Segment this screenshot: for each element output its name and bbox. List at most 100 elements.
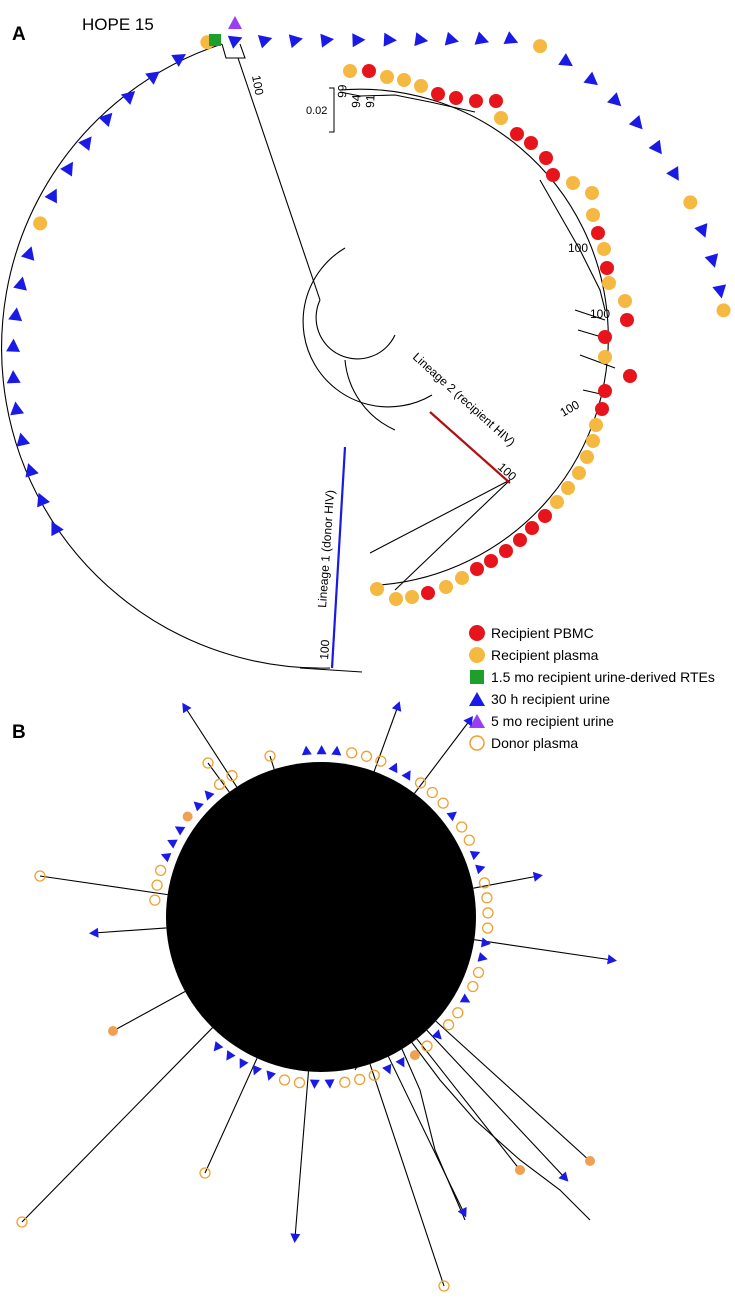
open-orange-circle-icon [368, 1069, 380, 1081]
legend-item: 1.5 mo recipient urine-derived RTEs [470, 669, 715, 685]
branch-spoke [416, 1038, 521, 1171]
open-orange-circle-icon [375, 755, 387, 767]
open-orange-circle-icon [354, 1073, 366, 1086]
blue-triangle-icon [120, 91, 136, 105]
red-circle-icon [595, 402, 609, 416]
open-orange-circle-icon [16, 1216, 28, 1228]
red-circle-icon [484, 554, 498, 568]
red-circle-icon [546, 168, 560, 182]
blue-triangle-icon [60, 161, 74, 177]
orange-circle-icon [455, 571, 469, 585]
lineage2-branch-c [579, 354, 616, 369]
orange-circle-icon [550, 495, 564, 509]
open-orange-circle-icon [339, 1076, 351, 1088]
branch-spoke [269, 755, 275, 770]
panel-b-ring [166, 762, 476, 1072]
legend-item: 30 h recipient urine [469, 691, 610, 707]
orange-circle-icon [585, 186, 599, 200]
red-circle-icon [539, 151, 553, 165]
blue-triangle-icon [290, 1233, 301, 1243]
red-circle-icon [524, 136, 538, 150]
blue-triangle-icon [446, 811, 457, 822]
orange-circle-icon [586, 208, 600, 222]
root-arc [344, 359, 396, 431]
orange-circle-icon [469, 647, 485, 663]
purple-triangle-icon [469, 714, 485, 728]
open-orange-circle-icon [463, 834, 475, 846]
red-circle-icon [525, 521, 539, 535]
blue-triangle-icon [78, 136, 92, 151]
lineage1-tip-branch [299, 667, 363, 673]
open-orange-circle-icon [481, 892, 493, 904]
green-square-icon [470, 670, 484, 684]
blue-triangle-icon [444, 31, 459, 46]
bootstrap-value: 94 [349, 94, 363, 108]
open-orange-circle-icon [278, 1074, 291, 1086]
branch-spoke [373, 705, 399, 772]
red-circle-icon [513, 533, 527, 547]
bootstrap-value: 100 [590, 307, 610, 321]
open-orange-circle-icon [442, 1019, 455, 1031]
open-orange-circle-icon [34, 870, 46, 882]
open-orange-circle-icon [414, 777, 427, 789]
red-circle-icon [591, 226, 605, 240]
scale-bar-b-label: 0.0002 [337, 982, 368, 993]
blue-triangle-icon [477, 952, 488, 962]
orange-circle-icon [533, 39, 548, 54]
blue-triangle-icon [20, 246, 35, 261]
blue-triangle-icon [352, 33, 366, 48]
orange-circle-icon [589, 418, 603, 432]
open-orange-circle-icon [360, 750, 373, 762]
branch-spoke [435, 1020, 591, 1162]
bootstrap-value: 100 [558, 397, 583, 419]
red-circle-icon [421, 586, 435, 600]
blue-triangle-icon [469, 692, 485, 706]
blue-triangle-icon [607, 92, 622, 107]
blue-triangle-icon [37, 492, 51, 508]
open-orange-circle-icon [421, 1040, 433, 1052]
legend-item: Donor plasma [469, 735, 578, 751]
bootstrap-value: 99 [335, 84, 349, 98]
open-orange-circle-icon [426, 786, 438, 799]
blue-triangle-icon [607, 954, 617, 965]
orange-circle-icon [602, 276, 616, 290]
blue-triangle-icon [503, 31, 519, 45]
blue-triangle-icon [414, 32, 429, 47]
panel-a-title: HOPE 15 [82, 15, 154, 34]
blue-triangle-icon [666, 166, 679, 181]
legend-item: 5 mo recipient urine [469, 713, 614, 729]
lineage1-label: Lineage 1 (donor HIV) [315, 489, 337, 608]
orange-circle-icon [414, 79, 428, 93]
branch-spoke [369, 1063, 445, 1287]
orange-circle-icon [494, 111, 508, 125]
branch-spoke [387, 1056, 465, 1214]
red-circle-icon [620, 313, 634, 327]
panel-a-tree [1, 43, 616, 673]
orange-circle-icon [405, 590, 419, 604]
blue-triangle-icon [583, 71, 598, 86]
orange-circle-icon [409, 1050, 420, 1061]
red-circle-icon [469, 94, 483, 108]
branch-spoke [93, 927, 167, 934]
open-orange-circle-icon [226, 770, 238, 782]
blue-triangle-icon [301, 745, 312, 756]
blue-triangle-icon [463, 716, 474, 727]
bootstrap-value: 100 [249, 74, 266, 96]
orange-circle-icon [586, 434, 600, 448]
red-circle-icon [489, 94, 503, 108]
lineage2-top-branch [339, 91, 476, 113]
blue-triangle-icon [558, 53, 573, 67]
panel-b-label: B [12, 722, 26, 743]
green-square-icon [209, 34, 221, 46]
legend-item: Recipient PBMC [469, 625, 594, 641]
blue-triangle-icon [252, 1064, 263, 1076]
orange-circle-icon [33, 216, 48, 231]
red-circle-icon [449, 91, 463, 105]
blue-triangle-icon [469, 850, 481, 861]
blue-triangle-icon [16, 432, 31, 447]
orange-circle-icon [716, 303, 731, 318]
blue-triangle-icon [331, 745, 342, 756]
orange-circle-icon [618, 294, 632, 308]
branch-spoke [294, 1071, 310, 1239]
stem-top [237, 57, 321, 301]
